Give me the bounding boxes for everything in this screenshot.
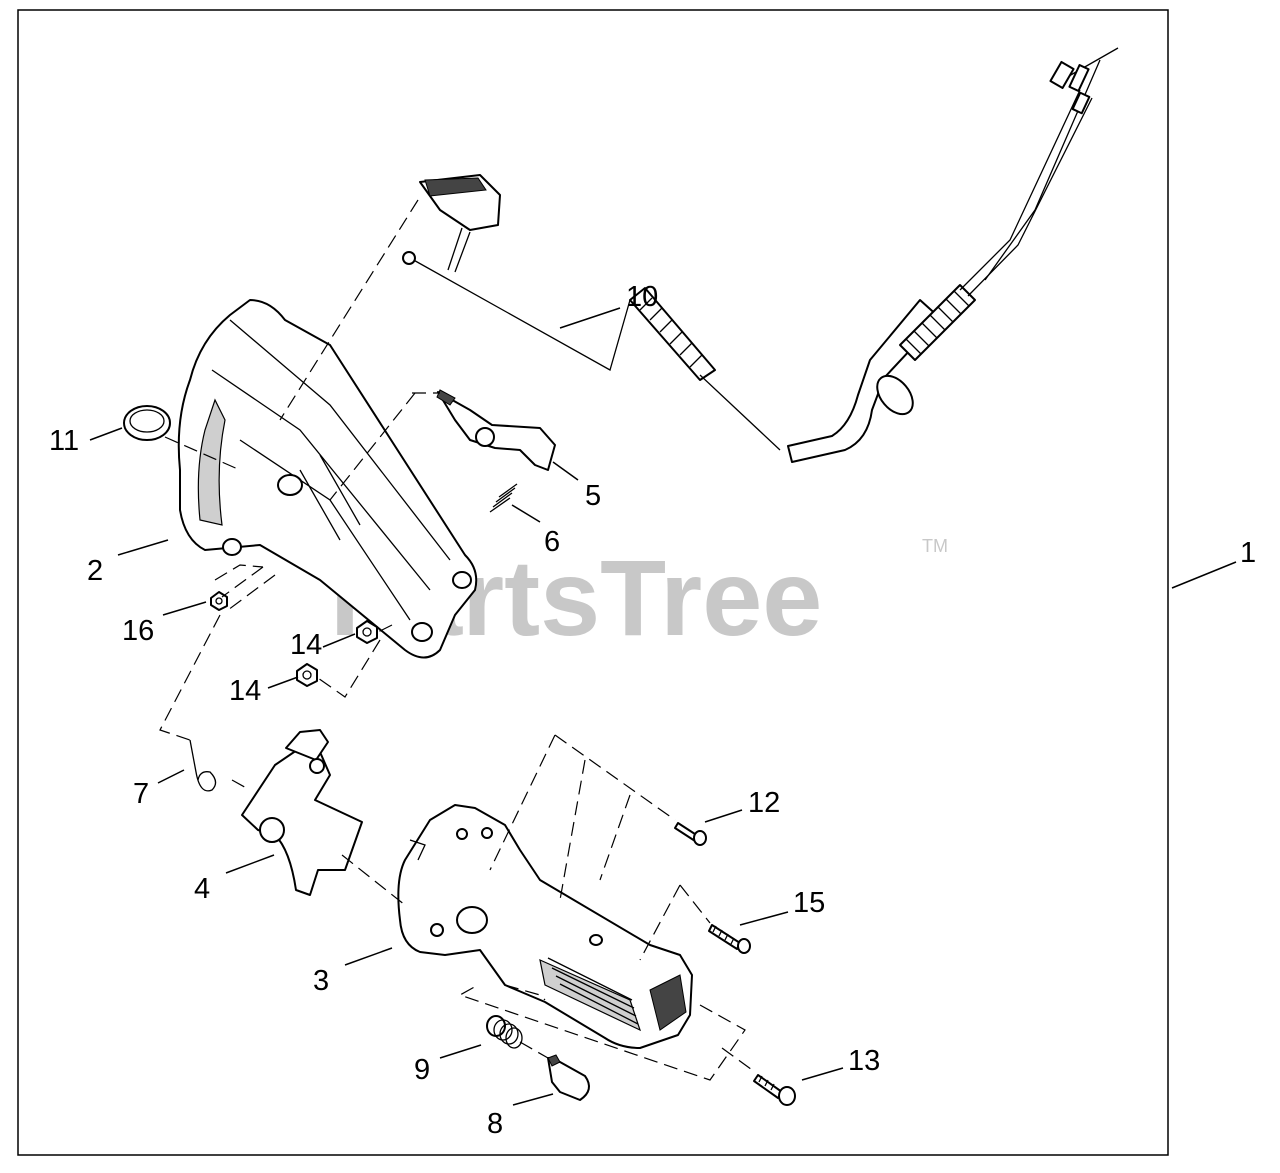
part-8-button [547,1054,590,1101]
callout-13: 13 [848,1045,880,1077]
part-5-lockout-lever [436,389,556,471]
callout-leaders [89,307,1237,1106]
callout-12: 12 [748,787,780,819]
callout-5: 5 [585,480,601,512]
part-6-spring [489,483,518,513]
part-11-cap [123,405,171,441]
callout-2: 2 [87,555,103,587]
callout-11: 11 [49,425,79,457]
part-15-screw [708,924,751,954]
callout-6: 6 [544,526,560,558]
cable-bellows-upper [899,284,976,361]
watermark-trademark: TM [922,536,948,556]
part-10-throttle-cable [402,47,1119,463]
assembly-lines [159,199,756,1081]
callout-1: 1 [1240,537,1256,569]
callout-16: 16 [122,615,154,647]
callout-15: 15 [793,887,825,919]
part-14-nut-upper [356,620,378,644]
part-13-screw [753,1074,796,1106]
callout-9: 9 [414,1054,430,1086]
callout-labels: 1 2 3 4 5 6 7 8 9 10 11 12 13 14 14 15 1… [49,281,1256,1140]
part-9-spring [486,1015,523,1049]
callout-8: 8 [487,1108,503,1140]
callout-3: 3 [313,965,329,997]
part-12-screw [674,822,707,846]
diagram-frame [17,9,1169,1156]
callout-14-lower: 14 [229,675,261,707]
callout-4: 4 [194,873,210,905]
callout-7: 7 [133,778,149,810]
part-2-handle-housing-left [177,299,478,659]
part-14-nut-lower [296,663,318,687]
part-7-torsion-spring: b [189,739,217,792]
part-3-handle-housing-right [397,804,693,1049]
callout-10: 10 [626,281,658,313]
callout-14-upper: 14 [290,629,322,661]
part-4-throttle-trigger [241,729,363,896]
